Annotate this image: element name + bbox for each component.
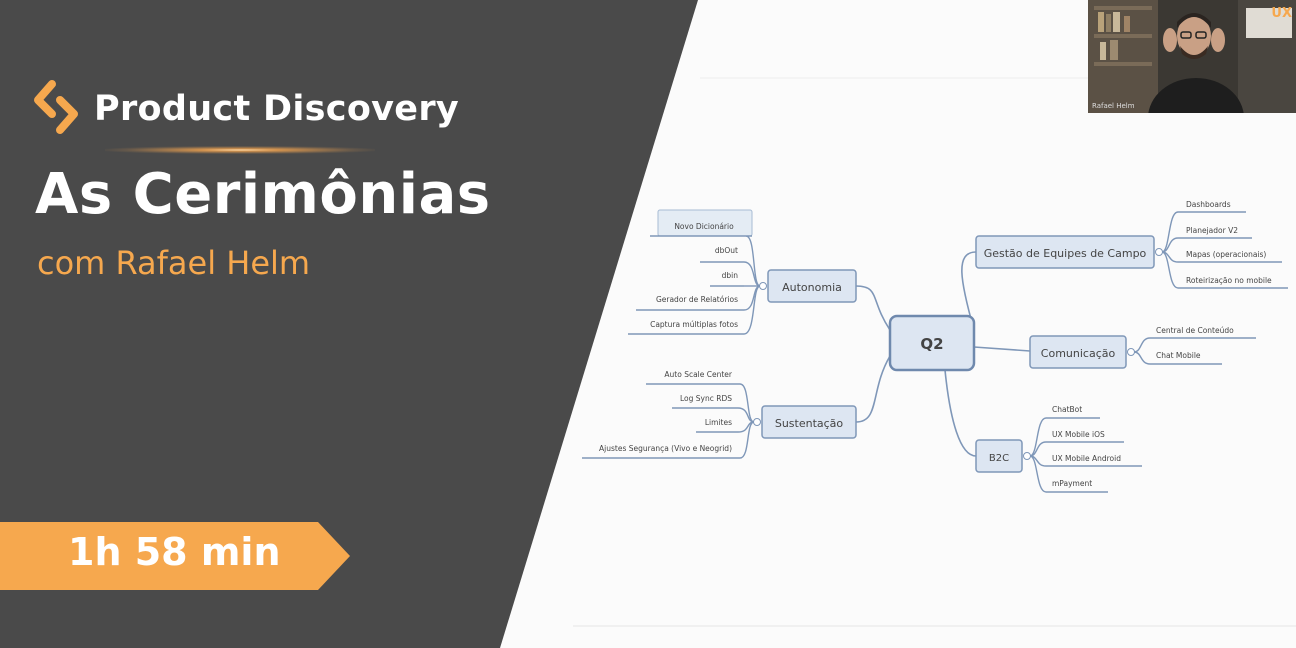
course-subtitle: com Rafael Helm	[37, 244, 311, 282]
svg-text:Comunicação: Comunicação	[1041, 347, 1116, 360]
brand-chevron-logo-icon	[32, 78, 80, 140]
svg-text:Central de Conteúdo: Central de Conteúdo	[1156, 326, 1234, 335]
mindmap-branch-autonomia: Autonomia Novo Dicionário dbOut dbin Ger…	[628, 209, 857, 335]
svg-text:B2C: B2C	[989, 453, 1009, 464]
svg-text:Mapas (operacionais): Mapas (operacionais)	[1186, 250, 1266, 259]
svg-text:Autonomia: Autonomia	[782, 281, 842, 294]
svg-text:Gerador de Relatórios: Gerador de Relatórios	[656, 295, 738, 304]
svg-text:Chat Mobile: Chat Mobile	[1156, 351, 1201, 360]
svg-text:Captura múltiplas fotos: Captura múltiplas fotos	[650, 320, 738, 329]
svg-text:Q2: Q2	[920, 335, 943, 353]
mindmap-connectors	[855, 251, 1031, 457]
presenter-name-label: Rafael Helm	[1092, 102, 1135, 110]
duration-label: 1h 58 min	[68, 530, 281, 574]
svg-text:Gestão de Equipes de Campo: Gestão de Equipes de Campo	[984, 247, 1147, 260]
mindmap-branch-gestao-equipes: Gestão de Equipes de Campo Dashboards Pl…	[975, 200, 1288, 289]
title-glow-divider	[105, 146, 375, 154]
svg-text:Novo Dicionário: Novo Dicionário	[674, 222, 734, 231]
svg-text:UX Mobile Android: UX Mobile Android	[1052, 454, 1121, 463]
presenter-video-frame	[1088, 0, 1296, 113]
svg-text:dbOut: dbOut	[715, 246, 738, 255]
svg-text:Auto Scale Center: Auto Scale Center	[664, 370, 733, 379]
svg-text:Dashboards: Dashboards	[1186, 200, 1231, 209]
svg-text:Sustentação: Sustentação	[775, 417, 844, 430]
course-title: As Cerimônias	[35, 162, 491, 227]
duration-ribbon	[0, 522, 350, 590]
svg-text:Ajustes Segurança (Vivo e Neog: Ajustes Segurança (Vivo e Neogrid)	[599, 444, 732, 453]
svg-text:Log Sync RDS: Log Sync RDS	[680, 394, 732, 403]
svg-text:Planejador V2: Planejador V2	[1186, 226, 1238, 235]
presenter-webcam: Rafael Helm UX	[1088, 0, 1296, 113]
svg-text:Roteirização no mobile: Roteirização no mobile	[1186, 276, 1272, 285]
svg-text:Limites: Limites	[705, 418, 732, 427]
svg-text:dbin: dbin	[722, 271, 739, 280]
mindmap-branch-sustentacao: Sustentação Auto Scale Center Log Sync R…	[582, 370, 857, 459]
presenter-badge: UX	[1271, 6, 1292, 21]
svg-text:ChatBot: ChatBot	[1052, 405, 1082, 414]
brand-header: Product Discovery	[32, 78, 459, 140]
mindmap-branch-b2c: B2C ChatBot UX Mobile iOS UX Mobile Andr…	[975, 405, 1142, 493]
svg-text:UX Mobile iOS: UX Mobile iOS	[1052, 430, 1105, 439]
svg-text:mPayment: mPayment	[1052, 479, 1092, 488]
brand-title: Product Discovery	[94, 89, 459, 129]
mindmap-center-node: Q2	[888, 314, 976, 372]
mindmap-branch-comunicacao: Comunicação Central de Conteúdo Chat Mob…	[1029, 326, 1256, 369]
